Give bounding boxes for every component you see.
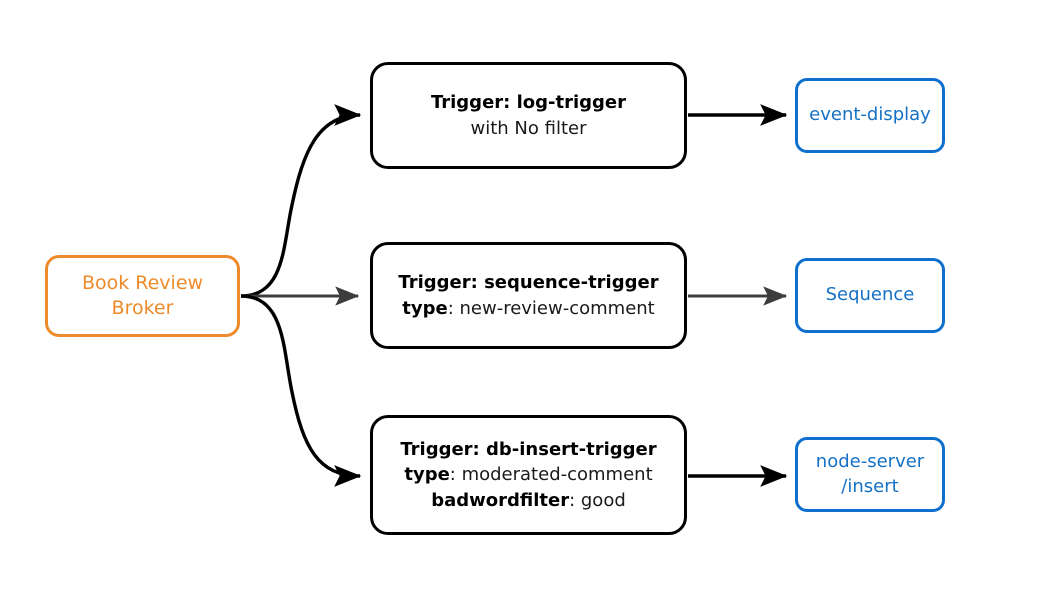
edge-broker-to-log-trigger	[240, 104, 362, 298]
db-insert-trigger-badwordfilter-value: : good	[569, 489, 626, 511]
node-server-label-line1: node-server	[815, 451, 925, 473]
broker-label-line1: Book Review	[81, 271, 204, 294]
sequence-label: Sequence	[825, 284, 915, 306]
db-insert-trigger-badwordfilter: badwordfilter: good	[431, 488, 626, 514]
node-target-event-display[interactable]: event-display	[795, 78, 945, 153]
db-insert-trigger-title: Trigger: db-insert-trigger	[400, 437, 656, 463]
db-insert-trigger-type: type: moderated-comment	[404, 462, 652, 488]
node-target-node-server-insert[interactable]: node-server /insert	[795, 437, 945, 512]
sequence-trigger-type-value: : new-review-comment	[447, 297, 655, 319]
node-trigger-db-insert-trigger[interactable]: Trigger: db-insert-trigger type: moderat…	[370, 415, 687, 535]
node-target-sequence[interactable]: Sequence	[795, 258, 945, 333]
node-trigger-log-trigger[interactable]: Trigger: log-trigger with No filter	[370, 62, 687, 169]
event-display-label: event-display	[809, 104, 931, 126]
node-book-review-broker[interactable]: Book Review Broker	[45, 255, 240, 337]
broker-label-line2: Broker	[111, 297, 174, 319]
sequence-trigger-title-text: Trigger: sequence-trigger	[398, 271, 659, 293]
node-server-label-line2: /insert	[841, 475, 899, 497]
log-trigger-title: Trigger: log-trigger	[431, 90, 626, 116]
db-insert-trigger-type-value: : moderated-comment	[449, 464, 653, 486]
log-trigger-filter: with No filter	[470, 117, 587, 139]
db-insert-trigger-type-key: type	[404, 464, 450, 486]
db-insert-trigger-badwordfilter-key: badwordfilter	[431, 489, 570, 511]
log-trigger-title-text: Trigger: log-trigger	[430, 91, 627, 113]
db-insert-trigger-title-text: Trigger: db-insert-trigger	[400, 438, 657, 460]
node-trigger-sequence-trigger[interactable]: Trigger: sequence-trigger type: new-revi…	[370, 242, 687, 349]
sequence-trigger-type: type: new-review-comment	[402, 296, 654, 322]
sequence-trigger-type-key: type	[402, 297, 448, 319]
edge-broker-to-db-insert-trigger	[240, 294, 362, 487]
sequence-trigger-title: Trigger: sequence-trigger	[398, 270, 658, 296]
